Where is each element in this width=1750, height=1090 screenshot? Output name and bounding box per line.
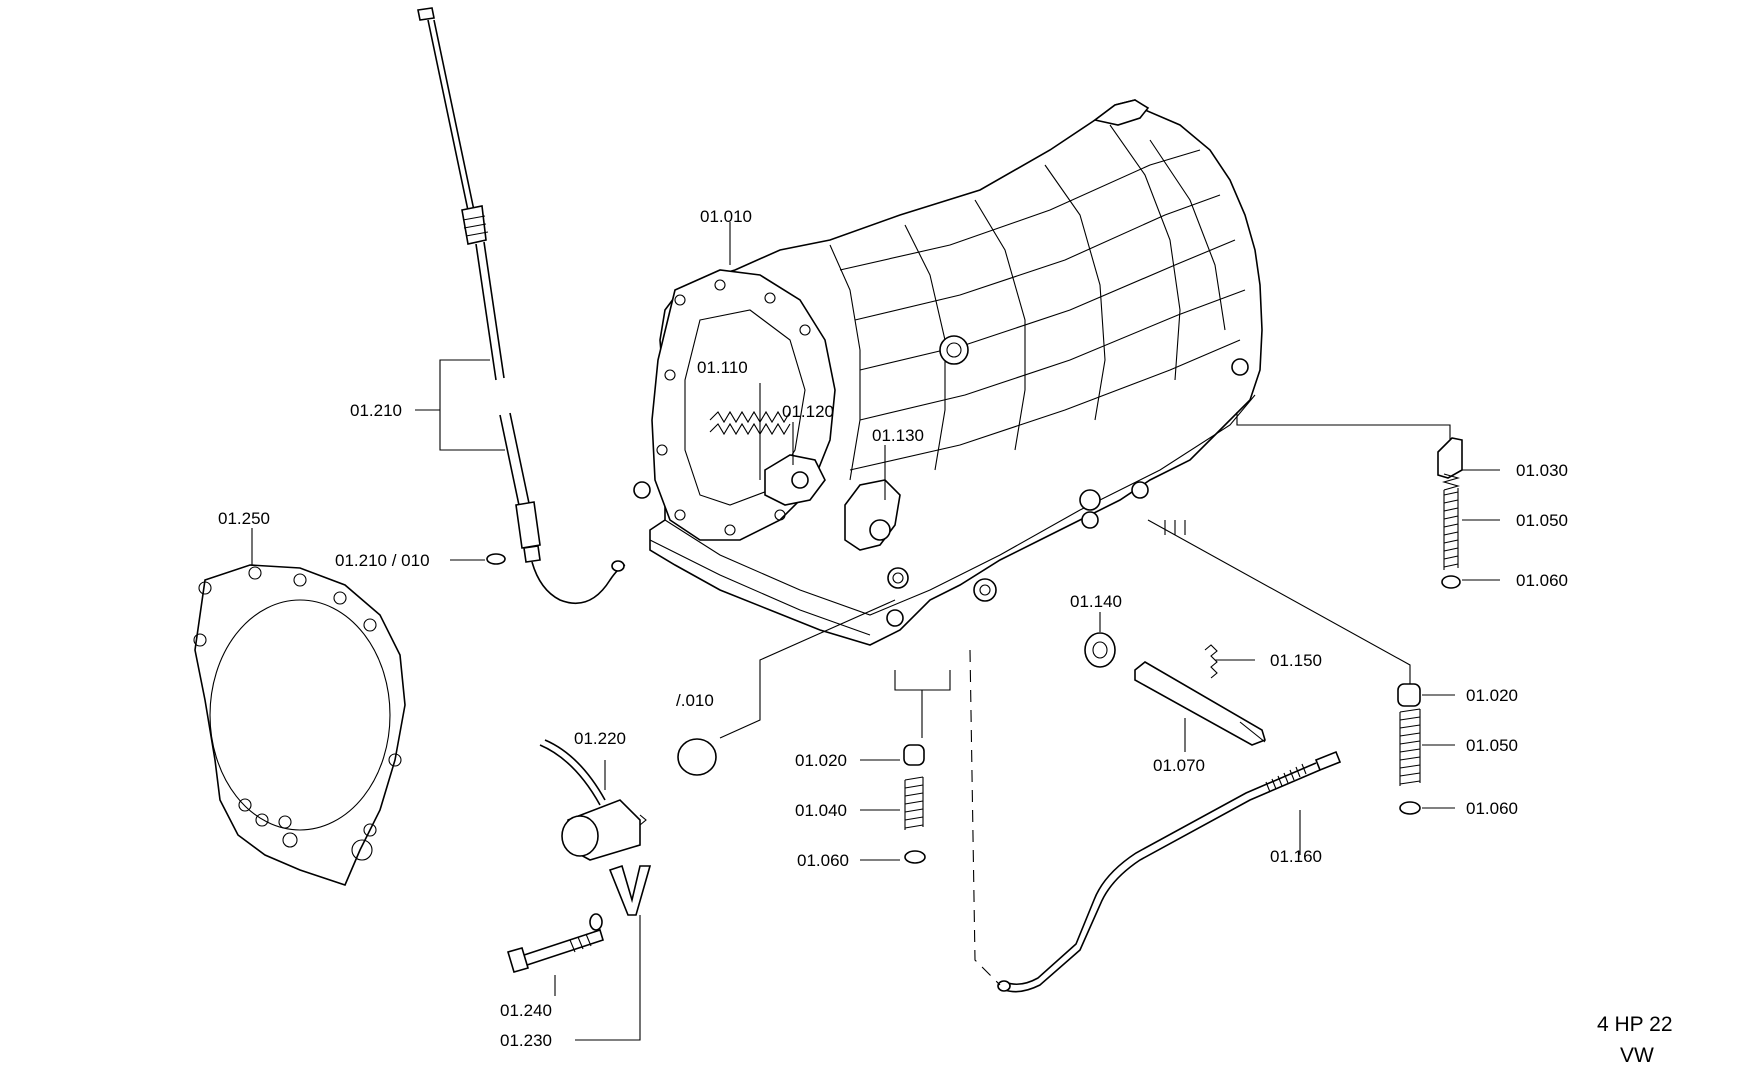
- spring-01-150: [1204, 644, 1218, 679]
- callout-01-050-top: 01.050: [1516, 511, 1568, 530]
- gasket-01-250: [193, 564, 406, 886]
- sensor-01-220: [539, 739, 647, 861]
- model-designation: 4 HP 22: [1597, 1013, 1673, 1036]
- callout-01-070: 01.070: [1153, 756, 1205, 775]
- callout-01-020-right: 01.020: [1466, 686, 1518, 705]
- clip-01-230: [608, 864, 652, 916]
- callout-01-220: 01.220: [574, 729, 626, 748]
- valve-stack-right: [1397, 683, 1421, 815]
- callout-01-150: 01.150: [1270, 651, 1322, 670]
- callout-01-030: 01.030: [1516, 461, 1568, 480]
- valve-stack-middle: [903, 744, 926, 864]
- selector-shaft-01-070: [1134, 661, 1266, 746]
- detent-lever-01-120: [764, 454, 826, 506]
- manufacturer-label: VW: [1620, 1044, 1654, 1067]
- callout-01-160: 01.160: [1270, 847, 1322, 866]
- callouts: 01.010 01.110 01.120 01.130 01.210 01.21…: [218, 207, 1673, 1067]
- callout-01-120: 01.120: [782, 402, 834, 421]
- dipstick-assembly: [417, 7, 626, 604]
- valve-stack-upper: [1437, 437, 1463, 589]
- callout-01-010: 01.010: [700, 207, 752, 226]
- bolt-01-240: [507, 913, 604, 973]
- selector-segment-01-130: [844, 479, 901, 551]
- leader-lines: [251, 222, 1500, 1041]
- callout-01-230: 01.230: [500, 1031, 552, 1050]
- transmission-housing: [633, 99, 1263, 646]
- shift-cable-01-160: [997, 750, 1342, 993]
- callout-01-140: 01.140: [1070, 592, 1122, 611]
- callout-01-210: 01.210: [350, 401, 402, 420]
- callout-01-110: 01.110: [697, 358, 748, 377]
- callout-01-050-right: 01.050: [1466, 736, 1518, 755]
- callout-01-250: 01.250: [218, 509, 270, 528]
- callout-01-240: 01.240: [500, 1001, 552, 1020]
- callout-01-130: 01.130: [872, 426, 924, 445]
- o-ring-010: [677, 738, 717, 776]
- callout-01-060-top: 01.060: [1516, 571, 1568, 590]
- callout-01-060-right: 01.060: [1466, 799, 1518, 818]
- shaft-seal-01-140: [1084, 632, 1116, 668]
- spring-01-110: [709, 410, 791, 436]
- callout-01-060-mid: 01.060: [797, 851, 849, 870]
- callout-01-210-010: 01.210 / 010: [335, 551, 430, 570]
- callout-01-020-mid: 01.020: [795, 751, 847, 770]
- callout-01-040: 01.040: [795, 801, 847, 820]
- callout-slash-010: /.010: [676, 691, 714, 710]
